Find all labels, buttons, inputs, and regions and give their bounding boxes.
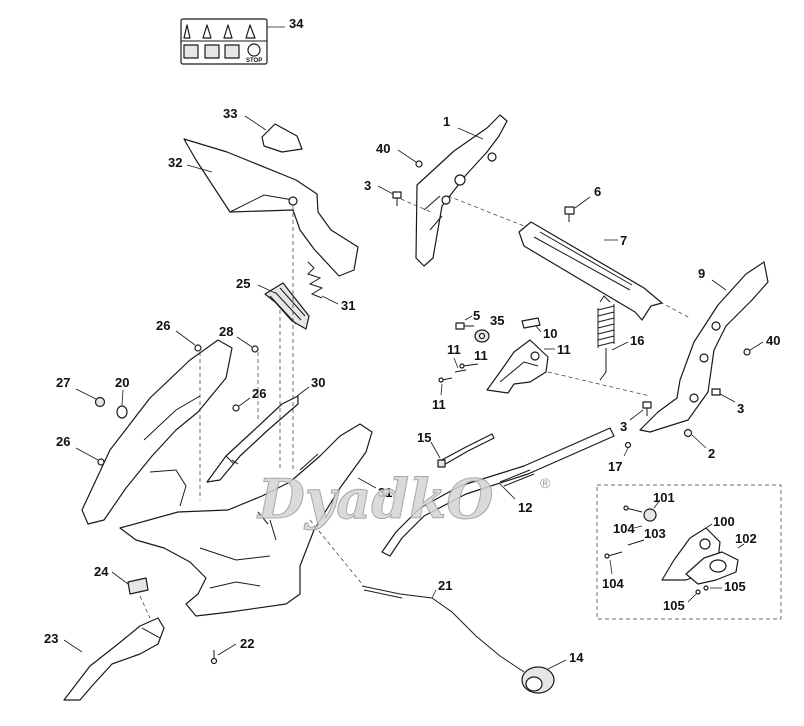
part-31-main-housing [81, 339, 373, 617]
callout-11-top[interactable]: 11 [447, 342, 461, 357]
callout-28[interactable]: 28 [219, 324, 233, 339]
callout-9[interactable]: 9 [698, 266, 705, 281]
callout-26-mid[interactable]: 26 [252, 386, 266, 401]
callout-6[interactable]: 6 [594, 184, 601, 199]
callout-39[interactable]: 34 [289, 16, 304, 31]
watermark-text: DyadkO [256, 467, 493, 531]
part-32-spring [307, 261, 324, 299]
callout-17[interactable]: 25 [236, 276, 250, 291]
part-25-clip [127, 577, 149, 595]
callout-13[interactable]: 12 [518, 500, 532, 515]
callout-2[interactable]: 2 [708, 446, 715, 461]
part-11-pins [438, 363, 479, 383]
part-3-bolt-right [711, 388, 721, 396]
part-103-104-screws [604, 505, 645, 559]
callout-104-bottom[interactable]: 104 [602, 576, 624, 591]
part-21-washer [116, 405, 128, 419]
callout-31[interactable]: 31 [378, 485, 392, 500]
part-2-nut [683, 428, 693, 438]
part-27-nut [94, 396, 106, 408]
callout-26-left[interactable]: 26 [56, 434, 70, 449]
part-26-screws [97, 344, 240, 466]
part-3-bolt-upper [392, 191, 402, 206]
part-40-screw-right [743, 348, 751, 356]
part-14-cable-clip [437, 433, 495, 468]
part-28-screw [251, 345, 259, 353]
callout-33[interactable]: 32 [168, 155, 182, 170]
callout-23[interactable]: 22 [240, 636, 254, 651]
callout-30[interactable]: 30 [311, 375, 325, 390]
callout-5[interactable]: 5 [473, 308, 480, 323]
part-30-support-bar [206, 395, 299, 483]
callout-102[interactable]: 102 [735, 531, 757, 546]
callout-21[interactable]: 20 [115, 375, 129, 390]
callout-15[interactable]: 16 [630, 333, 644, 348]
callout-103[interactable]: 103 [644, 526, 666, 541]
callout-10[interactable]: 10 [543, 326, 557, 341]
part-101-bushing [643, 508, 657, 522]
part-7-cross-rail [518, 221, 663, 321]
part-10-clip [521, 317, 541, 329]
callout-35[interactable]: 35 [490, 313, 504, 328]
callout-32[interactable]: 31 [341, 298, 355, 313]
callout-3-upper[interactable]: 3 [364, 178, 371, 193]
callout-12[interactable]: 11 [557, 342, 571, 357]
callout-25[interactable]: 24 [94, 564, 109, 579]
callout-22[interactable]: 21 [438, 578, 452, 593]
part-16-screw [624, 441, 632, 449]
part-20-adjust-knob [521, 666, 555, 694]
callout-24[interactable]: 23 [44, 631, 58, 646]
callout-26-top[interactable]: 26 [156, 318, 170, 333]
watermark: DyadkO ® [256, 467, 552, 532]
part-35-bushing [474, 329, 490, 343]
callout-16[interactable]: 17 [608, 459, 622, 474]
callout-40-upper[interactable]: 40 [376, 141, 390, 156]
callout-100[interactable]: 100 [713, 514, 735, 529]
callout-101[interactable]: 101 [653, 490, 675, 505]
part-1-left-side-bracket [415, 114, 508, 267]
callout-40-right[interactable]: 40 [766, 333, 780, 348]
callout-105-right[interactable]: 105 [724, 579, 746, 594]
callout-11-mid[interactable]: 11 [474, 348, 488, 363]
callout-3-lower[interactable]: 3 [620, 419, 627, 434]
part-22-cable-rod [361, 585, 525, 673]
part-12-height-lever [486, 339, 549, 394]
warning-stop-text: STOP [246, 58, 262, 64]
part-9-right-side-bracket [639, 261, 769, 433]
part-23-screw [210, 650, 218, 665]
part-15-tension-spring [597, 295, 615, 381]
part-39-warning-label: STOP [180, 18, 268, 65]
part-3-bolt-lower [642, 401, 652, 416]
detail-box-100 [596, 484, 782, 620]
part-17-grille-plate [264, 282, 310, 330]
part-33-handle-upper [183, 138, 359, 277]
part-105-nuts [695, 585, 709, 595]
callout-14[interactable]: 15 [417, 430, 431, 445]
part-40-small-screw [415, 160, 423, 168]
callout-3-right[interactable]: 3 [737, 401, 744, 416]
part-102-plate [685, 551, 739, 585]
callout-34[interactable]: 33 [223, 106, 237, 121]
part-34-handle-cap [261, 123, 303, 153]
part-24-lower-cover [63, 617, 165, 701]
watermark-registered: ® [540, 475, 551, 491]
callout-1[interactable]: 1 [443, 114, 450, 129]
callout-105-left[interactable]: 105 [663, 598, 685, 613]
callout-11-bottom[interactable]: 11 [432, 397, 446, 412]
callout-7[interactable]: 7 [620, 233, 627, 248]
callout-104-top[interactable]: 104 [613, 521, 635, 536]
part-13-cross-tube [381, 427, 615, 557]
part-5-screw [455, 322, 474, 330]
callout-27[interactable]: 27 [56, 375, 70, 390]
callout-20[interactable]: 14 [569, 650, 584, 665]
part-6-bolt [564, 206, 575, 222]
